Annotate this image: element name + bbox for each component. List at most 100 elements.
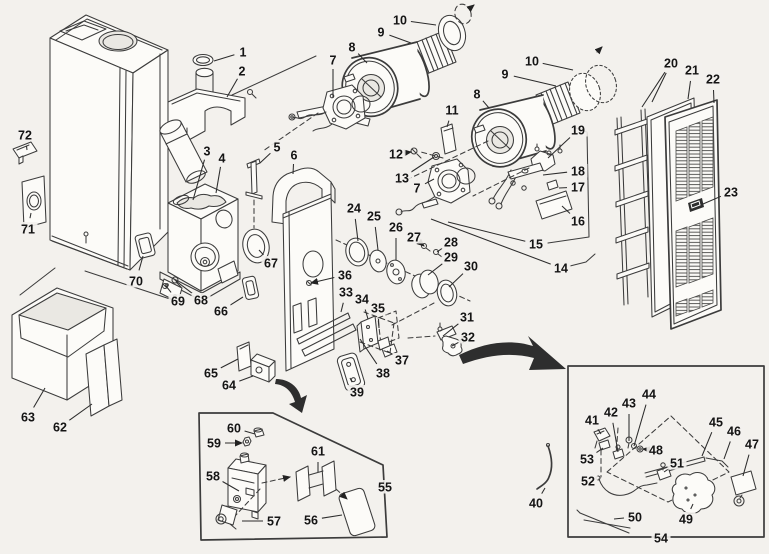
callout-14: 14 xyxy=(430,218,571,276)
callout-12: 12 xyxy=(386,147,412,162)
callout-50: 50 xyxy=(613,510,645,525)
callout-67: 67 xyxy=(258,249,281,271)
callout-27: 27 xyxy=(404,230,425,247)
callout-31: 31 xyxy=(442,310,477,337)
svg-text:67: 67 xyxy=(264,257,278,271)
svg-text:59: 59 xyxy=(207,437,221,451)
svg-text:57: 57 xyxy=(267,515,281,529)
callout-23: 23 xyxy=(702,185,741,205)
arrow-to-burner-inset xyxy=(275,379,307,413)
svg-text:43: 43 xyxy=(622,397,636,411)
svg-text:42: 42 xyxy=(604,406,618,420)
callout-51: 51 xyxy=(663,456,687,473)
svg-text:53: 53 xyxy=(580,453,594,467)
callout-18: 18 xyxy=(542,164,588,179)
blower-assembly-right xyxy=(395,46,617,220)
callout-2: 2 xyxy=(226,64,248,98)
svg-text:55: 55 xyxy=(378,481,392,495)
mounting-bracket-5 xyxy=(245,158,263,229)
svg-text:25: 25 xyxy=(367,210,381,224)
bracket-66 xyxy=(241,275,260,300)
callout-58: 58 xyxy=(203,469,240,492)
callout-5: 5 xyxy=(259,140,283,164)
callout-6: 6 xyxy=(288,148,300,175)
callout-71: 71 xyxy=(18,212,38,237)
callout-8: 8 xyxy=(346,40,368,64)
callout-34: 34 xyxy=(352,292,372,320)
svg-text:21: 21 xyxy=(685,64,699,78)
svg-text:13: 13 xyxy=(395,172,409,186)
svg-text:50: 50 xyxy=(628,511,642,525)
svg-text:40: 40 xyxy=(529,497,543,511)
svg-text:41: 41 xyxy=(585,414,599,428)
callout-48: 48 xyxy=(642,443,666,458)
svg-text:1: 1 xyxy=(240,46,247,60)
callout-25: 25 xyxy=(364,209,384,251)
svg-text:56: 56 xyxy=(304,514,318,528)
svg-text:62: 62 xyxy=(53,421,67,435)
callout-35: 35 xyxy=(368,301,388,329)
end-bell-10-upper xyxy=(437,3,475,52)
callout-13: 13 xyxy=(392,156,435,186)
callout-11: 11 xyxy=(442,103,462,128)
svg-text:71: 71 xyxy=(21,223,35,237)
callout-54: 54 xyxy=(651,531,671,546)
callout-8: 8 xyxy=(471,87,490,109)
blower-assembly-upper xyxy=(262,3,475,152)
callout-38: 38 xyxy=(359,338,393,381)
callout-41: 41 xyxy=(582,413,602,435)
nut-59 xyxy=(242,436,252,447)
callout-43: 43 xyxy=(619,396,639,441)
callout-60: 60 xyxy=(224,421,256,436)
rod-40 xyxy=(536,442,553,490)
svg-text:9: 9 xyxy=(502,68,509,82)
callout-20: 20 xyxy=(641,56,681,108)
control-49 xyxy=(671,472,716,515)
svg-text:37: 37 xyxy=(395,354,409,368)
svg-text:14: 14 xyxy=(554,262,568,276)
screw-12 xyxy=(410,147,422,159)
callout-32: 32 xyxy=(451,330,478,347)
svg-text:64: 64 xyxy=(222,379,236,393)
svg-text:54: 54 xyxy=(654,532,668,546)
svg-text:32: 32 xyxy=(461,331,475,345)
svg-text:20: 20 xyxy=(664,57,678,71)
callout-49: 49 xyxy=(676,503,696,527)
svg-text:8: 8 xyxy=(349,41,356,55)
svg-text:60: 60 xyxy=(227,422,241,436)
callout-37: 37 xyxy=(386,350,412,368)
svg-text:7: 7 xyxy=(414,182,421,196)
svg-text:45: 45 xyxy=(709,416,723,430)
callout-70: 70 xyxy=(126,255,146,289)
fitting-60 xyxy=(253,427,265,438)
callout-19: 19 xyxy=(547,123,588,159)
svg-text:65: 65 xyxy=(204,367,218,381)
blower-housing-8-upper xyxy=(341,41,430,127)
callout-30: 30 xyxy=(448,259,481,288)
arrow-to-valve-inset xyxy=(459,336,566,370)
callout-68: 68 xyxy=(175,280,211,308)
svg-text:5: 5 xyxy=(274,141,281,155)
callout-52: 52 xyxy=(578,474,598,489)
screw xyxy=(246,88,254,96)
callout-9: 9 xyxy=(375,25,412,44)
callout-10: 10 xyxy=(522,54,574,71)
svg-text:39: 39 xyxy=(350,386,364,400)
plate-65 xyxy=(236,341,252,372)
svg-text:63: 63 xyxy=(21,411,35,425)
svg-text:9: 9 xyxy=(378,26,385,40)
callout-45: 45 xyxy=(701,415,726,457)
door-rails-20 xyxy=(614,108,653,306)
svg-text:68: 68 xyxy=(194,294,208,308)
svg-text:15: 15 xyxy=(529,238,543,252)
svg-text:35: 35 xyxy=(371,302,385,316)
box-panel-62 xyxy=(85,338,123,417)
end-bell-10-right xyxy=(569,46,617,112)
flue-pipe-3 xyxy=(159,119,208,184)
svg-text:38: 38 xyxy=(376,367,390,381)
bracket-47 xyxy=(730,470,757,507)
svg-text:8: 8 xyxy=(474,88,481,102)
callout-61: 61 xyxy=(308,444,328,472)
